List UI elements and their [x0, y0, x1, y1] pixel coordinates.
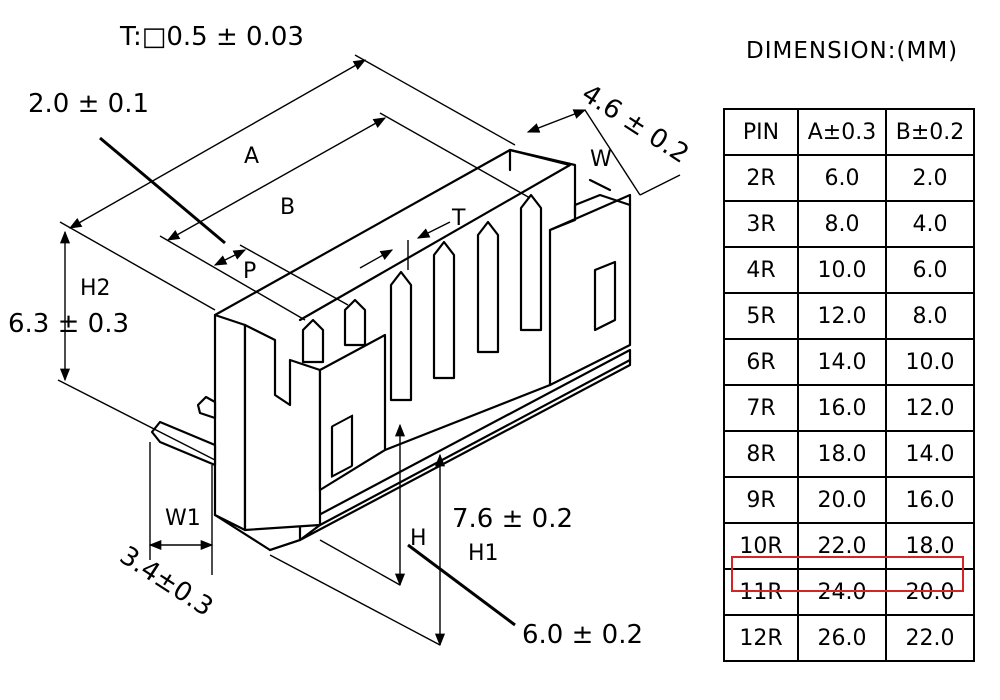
table-cell: 6R [723, 338, 799, 386]
table-cell: 6.0 [797, 154, 887, 202]
table-cell: 12R [723, 614, 799, 662]
table-cell: 4R [723, 246, 799, 294]
label-b: B [280, 195, 295, 220]
table-cell: 11R [723, 568, 799, 616]
label-w: W [590, 147, 612, 172]
dimension-lines [57, 54, 681, 647]
pins [150, 193, 543, 467]
table-cell: 8.0 [797, 200, 887, 248]
label-t: T [451, 206, 466, 231]
table-cell: 14.0 [797, 338, 887, 386]
label-t-thickness: T:□0.5 ± 0.03 [119, 22, 304, 52]
table-cell: 20.0 [885, 568, 975, 616]
label-h-value: 6.0 ± 0.2 [522, 620, 643, 650]
table-cell: 9R [723, 476, 799, 524]
table-title: DIMENSION:(MM) [746, 38, 959, 64]
table-cell: 24.0 [797, 568, 887, 616]
table-cell: 22.0 [797, 522, 887, 570]
table-header-cell: PIN [723, 108, 799, 156]
table-cell: 12.0 [885, 384, 975, 432]
table-cell: 10.0 [885, 338, 975, 386]
table-header-cell: A±0.3 [797, 108, 887, 156]
label-h: H [410, 526, 427, 551]
table-cell: 14.0 [885, 430, 975, 478]
label-a: A [244, 144, 259, 169]
table-cell: 18.0 [797, 430, 887, 478]
table-cell: 20.0 [797, 476, 887, 524]
table-cell: 3R [723, 200, 799, 248]
table-cell: 12.0 [797, 292, 887, 340]
table-cell: 2.0 [885, 154, 975, 202]
label-h1: H1 [468, 541, 499, 566]
table-cell: 16.0 [797, 384, 887, 432]
table-cell: 18.0 [885, 522, 975, 570]
label-h2: H2 [80, 276, 111, 301]
table-cell: 6.0 [885, 246, 975, 294]
table-cell: 5R [723, 292, 799, 340]
label-w1: W1 [165, 506, 201, 531]
table-cell: 2R [723, 154, 799, 202]
table-header-cell: B±0.2 [885, 108, 975, 156]
label-w1-value: 3.4±0.3 [114, 541, 218, 623]
table-cell: 16.0 [885, 476, 975, 524]
table-cell: 22.0 [885, 614, 975, 662]
label-tip-width: 2.0 ± 0.1 [28, 89, 149, 119]
table-cell: 10R [723, 522, 799, 570]
table-cell: 8R [723, 430, 799, 478]
label-h2-value: 6.3 ± 0.3 [8, 309, 129, 339]
table-cell: 10.0 [797, 246, 887, 294]
housing-outline [213, 148, 632, 552]
table-cell: 7R [723, 384, 799, 432]
table-cell: 4.0 [885, 200, 975, 248]
table-cell: 8.0 [885, 292, 975, 340]
table-cell: 26.0 [797, 614, 887, 662]
label-p: P [243, 259, 256, 284]
label-h1-value: 7.6 ± 0.2 [452, 504, 573, 534]
